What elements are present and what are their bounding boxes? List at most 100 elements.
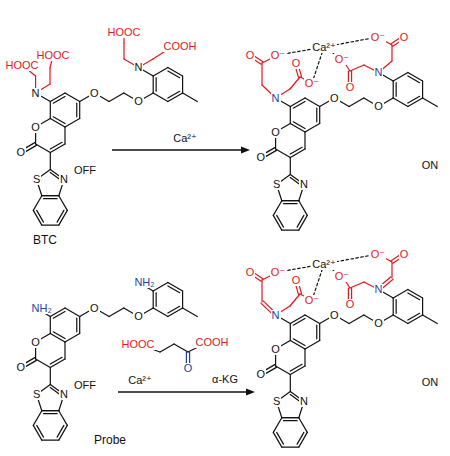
atom-label: O: [329, 310, 340, 321]
atom-label: O⁻: [304, 295, 320, 306]
atom-label: O⁻: [304, 78, 320, 89]
atom-label: N: [299, 396, 309, 407]
reagent-label: α-KG: [211, 374, 239, 385]
bond-line: [49, 68, 50, 84]
atom-label: O⁻: [370, 249, 386, 260]
atom-label: O: [256, 152, 267, 163]
bond-line: [319, 107, 320, 124]
atom-label: HOOC: [107, 27, 142, 38]
double-bond-line: [293, 101, 305, 108]
bond-line: [282, 230, 299, 231]
bond-line: [79, 102, 80, 119]
bond-line: [304, 349, 305, 366]
atom-label: N: [374, 284, 384, 295]
double-bond-line: [44, 413, 58, 414]
atom-label: N: [299, 179, 309, 190]
arrow-head: [241, 147, 250, 154]
bond-line: [349, 98, 364, 107]
bond-line: [33, 196, 42, 211]
atom-label: O: [89, 88, 100, 99]
atom-label: O: [291, 275, 302, 286]
atom-label: O: [245, 267, 256, 278]
atom-label: O: [270, 127, 281, 138]
bond-line: [123, 43, 124, 59]
bond-line: [290, 158, 291, 175]
bond-line: [65, 93, 80, 102]
atom-label: O: [133, 96, 144, 107]
bond-line: [393, 98, 408, 107]
double-bond-line: [408, 76, 420, 83]
atom-label: N: [134, 62, 144, 73]
bond-line: [350, 282, 364, 288]
bond-line: [422, 298, 423, 315]
atom-label: O: [373, 101, 384, 112]
state-label: OFF: [73, 380, 97, 391]
bond-line: [276, 366, 291, 375]
atom-label: S: [272, 179, 281, 190]
bond-line: [109, 308, 124, 317]
bond-line: [423, 315, 438, 324]
bond-line: [33, 411, 42, 426]
atom-label: S: [32, 174, 41, 185]
bond-line: [42, 195, 59, 196]
bond-line: [50, 317, 51, 334]
bond-line: [305, 124, 320, 133]
bond-line: [109, 93, 124, 102]
atom-label: N: [59, 174, 69, 185]
bond-line: [273, 418, 282, 433]
atom-label: O: [345, 82, 356, 93]
bond-line: [42, 195, 59, 196]
double-bond-line: [156, 293, 157, 307]
compound-name: BTC: [32, 234, 58, 246]
double-bond-line: [284, 203, 298, 204]
bond-line: [282, 200, 299, 201]
double-bond-line: [53, 332, 65, 339]
bond-line: [42, 410, 59, 411]
bond-line: [282, 417, 299, 418]
double-bond-line: [37, 425, 44, 437]
double-bond-line: [53, 311, 65, 318]
atom-label: O: [30, 337, 41, 348]
double-bond-line: [50, 142, 62, 149]
double-bond-line: [168, 71, 180, 78]
bond-line: [391, 262, 392, 278]
bond-line: [153, 291, 154, 308]
bond-line: [305, 315, 320, 324]
state-label: ON: [421, 377, 440, 388]
atom-label: O: [89, 303, 100, 314]
bond-line: [393, 298, 394, 315]
double-bond-line: [408, 96, 420, 103]
atom-label: O: [16, 147, 27, 158]
bond-line: [36, 144, 51, 153]
bond-line: [282, 200, 299, 201]
bond-line: [349, 315, 364, 324]
bond-line: [65, 334, 80, 343]
atom-label: O: [256, 369, 267, 380]
bond-line: [299, 418, 308, 433]
bond-line: [273, 201, 282, 216]
bond-line: [290, 375, 291, 392]
double-bond-line: [284, 420, 298, 421]
bond-line: [290, 77, 300, 89]
bond-line: [282, 417, 299, 418]
bond-line: [182, 76, 183, 93]
bond-line: [153, 76, 154, 93]
atom-label: N: [31, 88, 41, 99]
double-bond-line: [293, 122, 305, 129]
bond-line: [153, 308, 168, 317]
bond-line: [64, 342, 65, 359]
atom-label: NH₂: [31, 303, 53, 314]
bond-line: [319, 324, 320, 341]
reagent-label: Ca²⁺: [172, 133, 198, 144]
atom-label: S: [32, 389, 41, 400]
bond-line: [305, 98, 320, 107]
double-bond-line: [57, 425, 64, 437]
atom-label: N: [59, 389, 69, 400]
double-bond-line: [57, 210, 64, 222]
bond-line: [64, 127, 65, 144]
bond-line: [42, 225, 59, 226]
atom-label: HOOC: [36, 50, 71, 61]
bond-line: [42, 410, 59, 411]
atom-label: N: [374, 67, 384, 78]
bond-line: [59, 411, 68, 426]
